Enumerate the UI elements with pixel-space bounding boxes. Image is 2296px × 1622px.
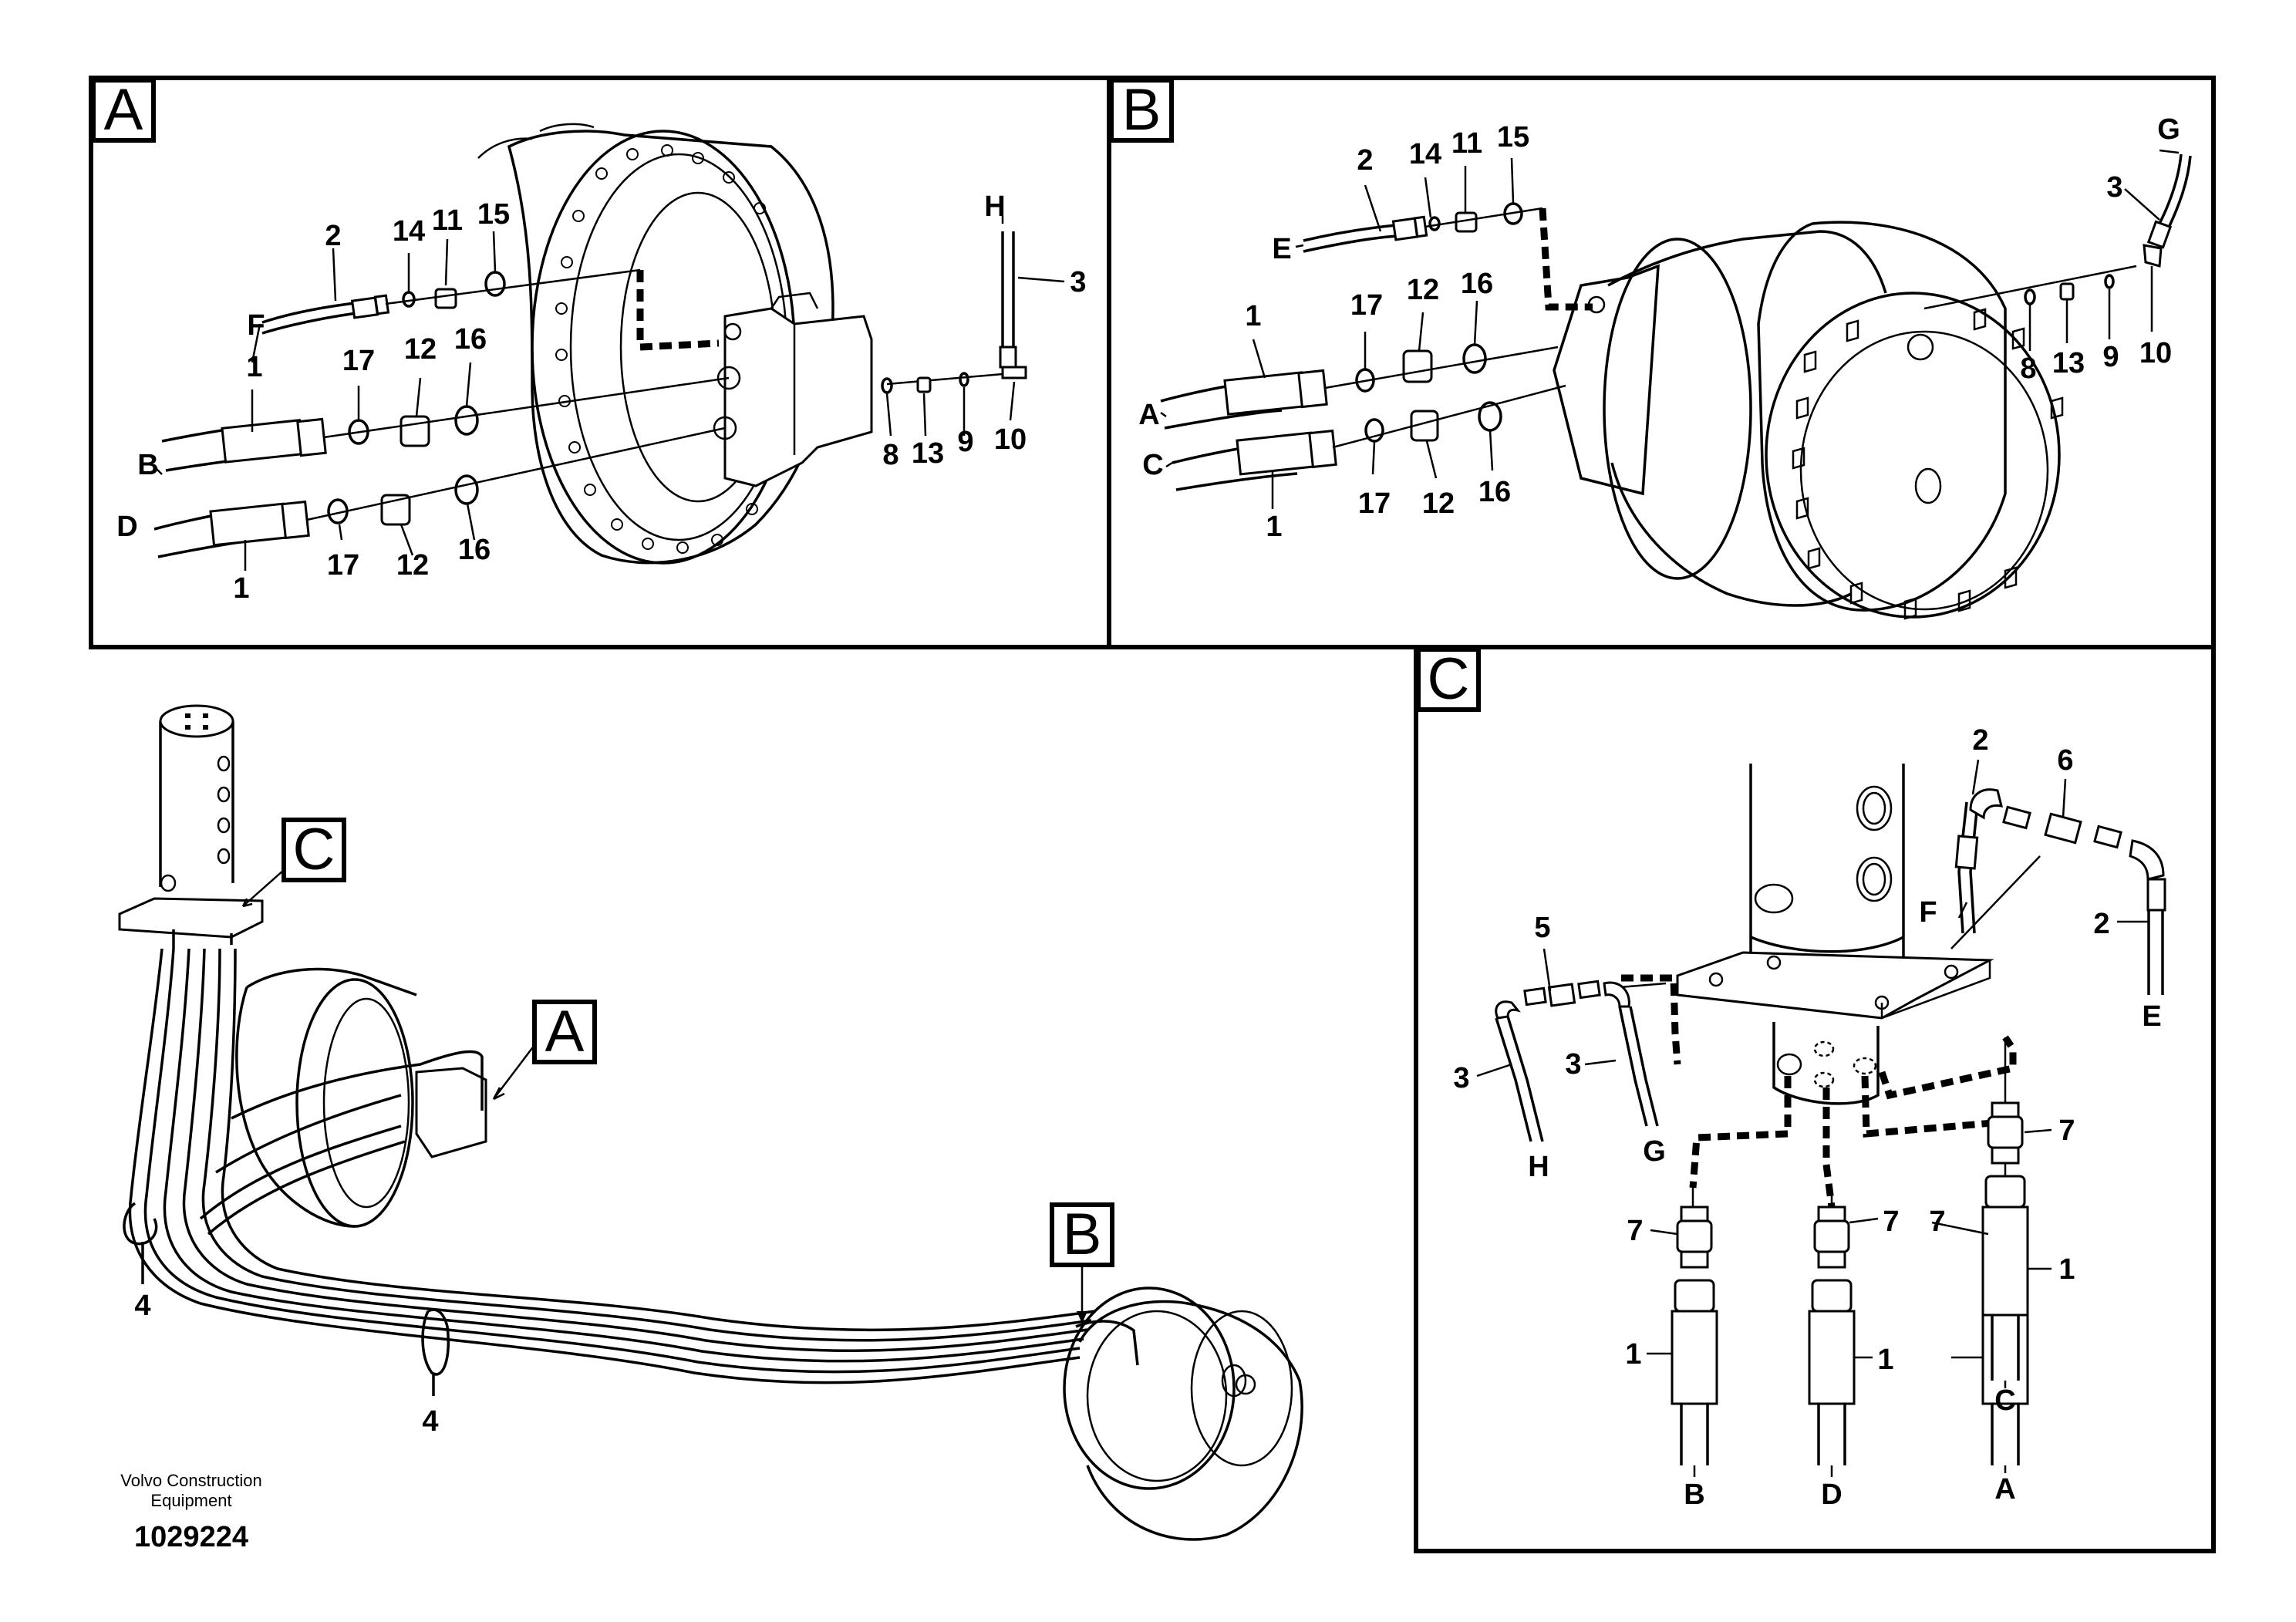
panel-b-tag: B [1122,77,1161,143]
panel-b-label-13: 13 [2052,347,2085,379]
maker-line-2: Equipment [150,1491,231,1510]
panel-c-label-G: G [1643,1135,1666,1168]
panel-c-label-D: D [1821,1479,1842,1511]
panel-b-label-C: C [1142,449,1163,481]
panel-b-label-16-top: 16 [1461,268,1493,300]
panel-b-label-2: 2 [1357,144,1373,177]
panel-c-tag-box [1416,647,1481,712]
panel-b-label-15: 15 [1497,121,1529,153]
panel-c-label-7-right: 7 [2058,1114,2075,1147]
panel-b-travel-motor [1553,221,2064,620]
panel-c-label-2-right: 2 [2093,908,2109,940]
panel-b-frame [1107,76,2216,649]
panel-c-label-3-right: 3 [1565,1048,1581,1081]
panel-a-label-14: 14 [393,215,425,248]
panel-a-label-17-top: 17 [342,345,375,377]
motor-hub-slots [1792,308,2064,620]
panel-a-frame [89,76,1111,649]
overview-assembly [118,704,1303,1541]
panel-a-label-F: F [247,309,265,342]
panel-a-label-13: 13 [912,437,944,470]
panel-a-label-D: D [116,511,137,543]
panel-a-label-10: 10 [994,423,1027,456]
panel-b-labels: 2 14 11 15 E 1 17 12 16 A C 1 17 12 16 G… [1138,113,2180,543]
panel-c-label-1-right: 1 [2058,1253,2075,1286]
panel-b-label-17-top: 17 [1350,289,1383,322]
panel-a-label-1-bottom: 1 [233,572,249,605]
panel-c-swivel-joint [1676,764,1994,1105]
panel-c-tag: C [1428,646,1470,712]
overview-label-4-mid: 4 [422,1405,438,1438]
panel-b-label-G: G [2157,113,2180,146]
panel-c-frame [1414,645,2216,1553]
panel-a-label-9: 9 [957,426,973,458]
panel-b-label-9: 9 [2102,341,2119,373]
panel-a-label-12-bottom: 12 [396,549,429,582]
panel-c-label-A: A [1994,1473,2015,1506]
panel-b-label-1-bottom: 1 [1266,511,1282,543]
panel-c-label-6: 6 [2057,744,2073,777]
panel-b-tag-box [1109,78,1174,143]
overview-callout-b: B [1063,1202,1102,1267]
panel-c-label-1-left: 1 [1625,1338,1641,1371]
maker-line-1: Volvo Construction [120,1471,261,1490]
panel-a-label-B: B [137,449,158,481]
panel-a-tag-box [91,78,156,143]
panel-b-label-A: A [1138,399,1159,431]
panel-c-label-5: 5 [1534,912,1550,944]
panel-c-label-7-mid: 7 [1883,1206,1899,1238]
panel-c-label-1-mid: 1 [1877,1344,1893,1376]
panel-a-label-16-top: 16 [454,323,487,356]
panel-a-label-8: 8 [882,439,899,471]
panel-a-label-12-top: 12 [404,333,437,366]
panel-c-hose-C [1981,1037,2029,1381]
overview-label-4-left: 4 [134,1290,150,1322]
panel-a-label-3: 3 [1070,266,1086,298]
panel-c-label-7-mid-right: 7 [1929,1206,1945,1238]
panel-b-label-11: 11 [1451,127,1482,160]
overview-callout-c: C [293,817,335,882]
panel-a-label-15: 15 [477,198,510,231]
panel-c-hose-D [1808,1188,1856,1465]
footer: Volvo Construction Equipment 1029224 [120,1471,261,1553]
panel-a-label-H: H [984,191,1005,223]
panel-a-label-17-bottom: 17 [327,549,359,582]
overview-callouts: C A B 4 4 [134,817,1114,1438]
panel-c-label-3-left: 3 [1453,1062,1469,1094]
panel-b-label-12-bottom: 12 [1422,487,1455,520]
panel-c-label-F: F [1919,896,1937,929]
panel-a-hoses [153,231,1027,558]
panel-c-hoses [1495,788,2166,1465]
panel-a-labels: 2 14 11 15 F 1 17 12 16 B D 1 17 12 16 H… [116,191,1086,605]
panel-b-label-10: 10 [2139,337,2172,369]
panel-a-label-16-bottom: 16 [458,534,491,566]
panel-c-labels: 2 6 2 F E 5 3 3 H G 7 7 7 1 1 1 7 B D A … [1453,724,2161,1511]
panel-a-label-11: 11 [432,204,463,237]
panel-b-label-16-bottom: 16 [1478,476,1511,508]
panel-c-hose-B [1671,1188,1718,1465]
panel-a-label-1-top: 1 [246,351,262,383]
panel-c-label-E: E [2142,1000,2161,1033]
panel-c-label-7-left: 7 [1627,1215,1643,1247]
panel-b-label-1-top: 1 [1245,300,1261,332]
panel-c-label-C: C [1994,1384,2015,1417]
overview-callout-a-box [532,1000,597,1064]
panel-b-label-14: 14 [1409,138,1441,170]
overview-callout-a: A [545,999,585,1064]
panel-c-label-2-top: 2 [1972,724,1988,757]
panel-a-travel-motor [477,123,873,565]
overview-callout-c-box [282,818,346,882]
panel-a-label-2: 2 [325,220,341,252]
panel-c-label-H: H [1528,1151,1549,1183]
panel-b-label-E: E [1272,233,1291,265]
panel-b-label-12-top: 12 [1407,274,1439,306]
panel-b-label-3: 3 [2106,171,2122,204]
panel-b-label-8: 8 [2020,352,2036,385]
panel-c-label-B: B [1684,1479,1704,1511]
panel-a-tag: A [104,77,143,143]
panel-b-hoses [1160,153,2192,491]
drawing-number: 1029224 [134,1521,248,1553]
panel-b-label-17-bottom: 17 [1358,487,1391,520]
